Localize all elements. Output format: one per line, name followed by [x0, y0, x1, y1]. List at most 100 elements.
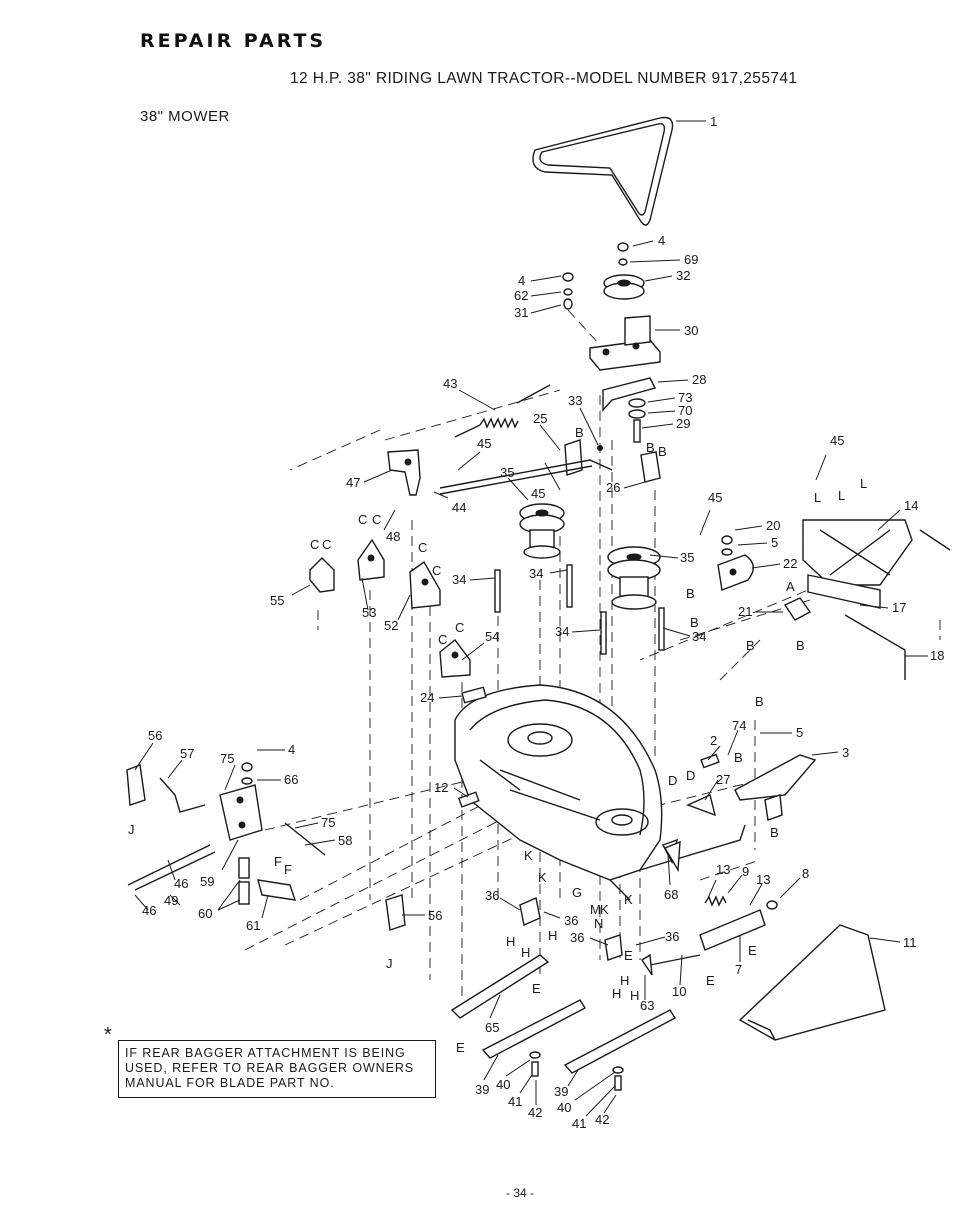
part-gauge-wheel-brackets — [309, 538, 471, 678]
page-heading: REPAIR PARTS — [140, 30, 327, 52]
callout-13: 13 — [756, 872, 770, 887]
part-bracket-small — [564, 439, 661, 483]
callout-36: 36 — [665, 929, 679, 944]
part-v-belt — [532, 116, 674, 226]
ref-letter-b: B — [796, 638, 805, 653]
callout-46: 46 — [174, 876, 188, 891]
model-subtitle: 12 H.P. 38" RIDING LAWN TRACTOR--MODEL N… — [290, 70, 798, 87]
callout-44: 44 — [452, 500, 466, 515]
ref-letter-b: B — [755, 694, 764, 709]
callout-3: 3 — [842, 745, 849, 760]
part-idler-pulley-assembly — [562, 242, 645, 310]
callout-57: 57 — [180, 746, 194, 761]
ref-letter-b: B — [770, 825, 779, 840]
callout-33: 33 — [568, 393, 582, 408]
callout-26: 26 — [606, 480, 620, 495]
ref-letter-j: J — [386, 956, 393, 971]
callout-69: 69 — [684, 252, 698, 267]
callout-numbers: 1 4 69 32 4 62 31 30 28 73 70 29 43 33 2… — [142, 114, 944, 1131]
callout-30: 30 — [684, 323, 698, 338]
part-mower-deck — [454, 684, 746, 901]
callout-21: 21 — [738, 604, 752, 619]
ref-letter-c: C — [438, 632, 447, 647]
callout-36: 36 — [485, 888, 499, 903]
callout-34: 34 — [452, 572, 466, 587]
callout-74: 74 — [732, 718, 746, 733]
callout-63: 63 — [640, 998, 654, 1013]
ref-letter-c: C — [310, 537, 319, 552]
ref-letter-h: H — [620, 973, 629, 988]
ref-letter-m: M — [590, 902, 601, 917]
page-number: - 34 - — [506, 1186, 535, 1200]
reference-letters: B B B B B B B B B B C C C C C C C C L L … — [128, 425, 867, 1055]
callout-29: 29 — [676, 416, 690, 431]
callout-34: 34 — [692, 629, 706, 644]
callout-42: 42 — [595, 1112, 609, 1127]
callout-73: 73 — [678, 390, 692, 405]
callout-35: 35 — [500, 465, 514, 480]
part-lift-rod — [387, 449, 613, 496]
callout-20: 20 — [766, 518, 780, 533]
ref-letter-l: L — [814, 490, 821, 505]
callout-4: 4 — [288, 742, 295, 757]
callout-13: 13 — [716, 862, 730, 877]
callout-45: 45 — [830, 433, 844, 448]
callout-35: 35 — [680, 550, 694, 565]
ref-letter-n: N — [594, 916, 603, 931]
bagger-note-box: IF REAR BAGGER ATTACHMENT IS BEING USED,… — [118, 1040, 436, 1098]
ref-letter-f: F — [274, 854, 282, 869]
callout-42: 42 — [528, 1105, 542, 1120]
callout-47: 47 — [346, 475, 360, 490]
callout-34: 34 — [529, 566, 543, 581]
ref-letter-k: K — [524, 848, 533, 863]
ref-letter-c: C — [322, 537, 331, 552]
assembly-guide-lines — [244, 309, 941, 1000]
callout-39: 39 — [475, 1082, 489, 1097]
ref-letter-b: B — [686, 586, 695, 601]
part-blades — [450, 897, 676, 1091]
callout-2: 2 — [710, 733, 717, 748]
callout-5: 5 — [771, 535, 778, 550]
callout-25: 25 — [533, 411, 547, 426]
callout-11: 11 — [903, 935, 917, 950]
callout-17: 17 — [892, 600, 906, 615]
ref-letter-k: K — [538, 870, 547, 885]
part-spindle-right — [607, 546, 661, 610]
ref-letter-l: L — [838, 488, 845, 503]
callout-7: 7 — [735, 962, 742, 977]
callout-53: 53 — [362, 605, 376, 620]
ref-letter-k: K — [600, 902, 609, 917]
ref-letter-d: D — [686, 768, 695, 783]
callout-62: 62 — [514, 288, 528, 303]
callout-46: 46 — [142, 903, 156, 918]
ref-letter-b: B — [746, 638, 755, 653]
callout-41: 41 — [508, 1094, 522, 1109]
callout-70: 70 — [678, 403, 692, 418]
section-title: 38" MOWER — [140, 108, 230, 125]
callout-56: 56 — [148, 728, 162, 743]
ref-letter-e: E — [532, 981, 541, 996]
callout-68: 68 — [664, 887, 678, 902]
ref-letter-h: H — [548, 928, 557, 943]
part-pivot-hardware — [717, 535, 812, 621]
callout-leaders — [134, 120, 928, 1117]
ref-letter-b: B — [734, 750, 743, 765]
ref-letter-e: E — [624, 948, 633, 963]
callout-4: 4 — [658, 233, 665, 248]
ref-letter-e: E — [456, 1040, 465, 1055]
part-bolts — [494, 564, 665, 655]
callout-39: 39 — [554, 1084, 568, 1099]
callout-59: 59 — [200, 874, 214, 889]
callout-75: 75 — [220, 751, 234, 766]
ref-letter-b: B — [658, 444, 667, 459]
callout-41: 41 — [572, 1116, 586, 1131]
callout-75: 75 — [321, 815, 335, 830]
ref-letter-h: H — [506, 934, 515, 949]
callout-22: 22 — [783, 556, 797, 571]
callout-27: 27 — [716, 772, 730, 787]
ref-letter-c: C — [418, 540, 427, 555]
ref-letter-c: C — [358, 512, 367, 527]
callout-4: 4 — [518, 273, 525, 288]
